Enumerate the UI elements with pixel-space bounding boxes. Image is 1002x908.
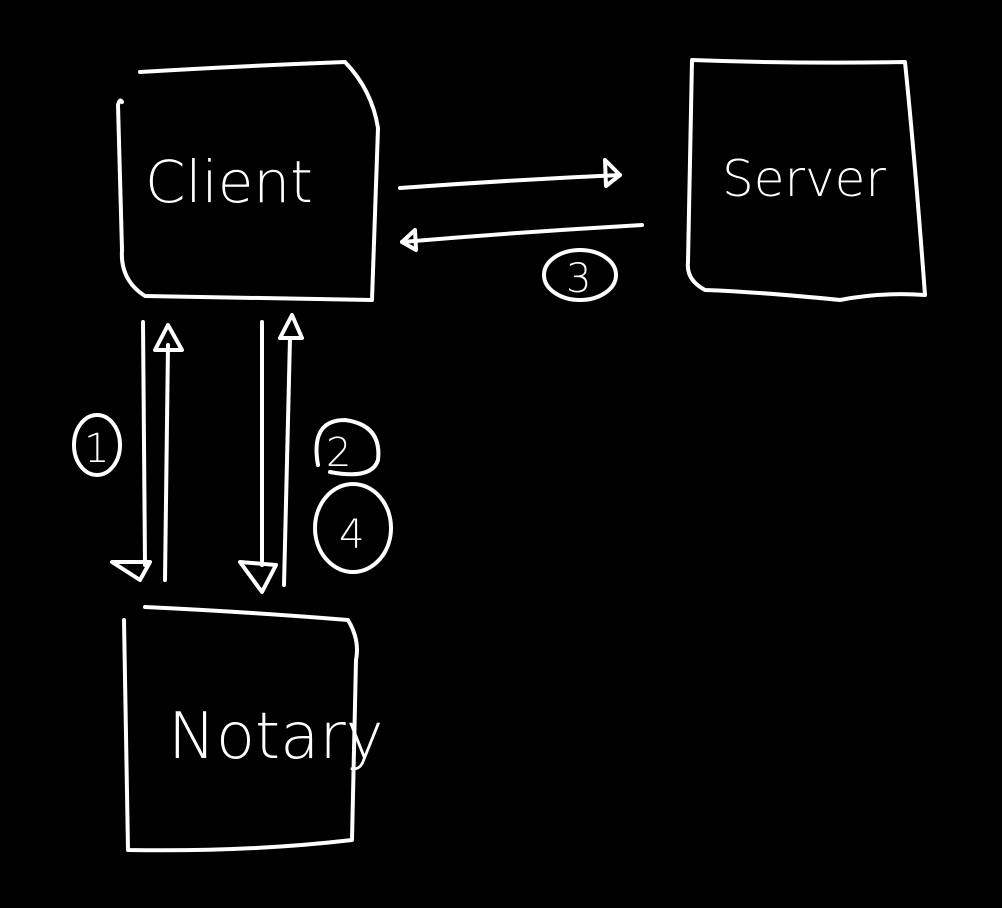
arrow-notary-to-client-2 [278,313,304,587]
notary-label: Notary [168,700,384,774]
step-4-label: 4 [339,512,364,558]
client-label: Client [145,148,313,216]
step-3-label: 3 [566,256,591,302]
client-box [116,60,380,302]
server-box [685,58,927,302]
step-1-badge: 1 [72,413,122,477]
notary-node: Notary [122,605,384,853]
arrow-client-to-notary-1 [110,320,152,582]
step-2-badge: 2 [314,418,381,477]
server-label: Server [722,150,886,208]
server-node: Server [685,58,927,302]
step-4-badge: 4 [313,482,393,574]
step-3-badge: 3 [542,248,618,302]
arrow-notary-to-client-1 [153,323,184,582]
arrow-server-to-client [400,223,644,252]
arrow-client-to-server [398,158,622,190]
arrow-client-to-notary-2 [238,320,278,594]
client-node: Client [116,60,380,302]
notary-box [122,605,359,853]
step-2-label: 2 [326,430,351,476]
step-1-label: 1 [84,426,109,472]
